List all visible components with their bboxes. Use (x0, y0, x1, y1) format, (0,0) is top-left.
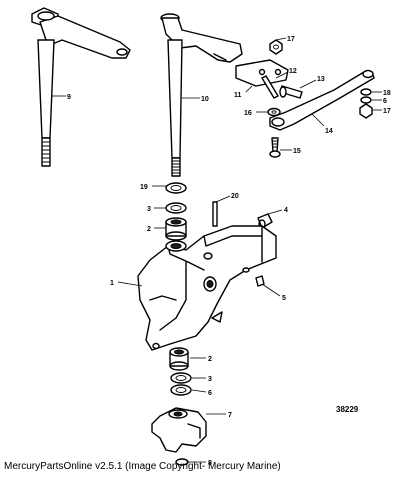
steering-shaft-left[interactable] (31, 7, 131, 167)
callout-18: 18 (383, 90, 391, 97)
callout-14: 14 (325, 128, 333, 135)
swivel-bracket[interactable] (137, 225, 277, 351)
washer-6-upper[interactable] (360, 96, 372, 104)
callout-5: 5 (282, 295, 286, 302)
callout-17-top: 17 (287, 36, 295, 43)
callout-7: 7 (228, 412, 232, 419)
bushing-2-upper[interactable] (165, 217, 187, 241)
callout-6-upper: 6 (383, 98, 387, 105)
leader-lines (52, 37, 382, 463)
washer-3-upper[interactable] (165, 202, 187, 214)
callout-4: 4 (284, 207, 288, 214)
washer-16[interactable] (267, 107, 281, 117)
washer-3-lower[interactable] (170, 372, 192, 384)
callout-9: 9 (67, 94, 71, 101)
nut-17-right[interactable] (359, 103, 373, 119)
seal-19[interactable] (165, 182, 187, 194)
ring-6-lower[interactable] (170, 384, 192, 396)
callout-12: 12 (289, 68, 297, 75)
callout-2-lower: 2 (208, 356, 212, 363)
grease-fitting-5[interactable] (255, 275, 265, 287)
callout-17-right: 17 (383, 108, 391, 115)
image-caption: MercuryPartsOnline v2.5.1 (Image Copyrig… (4, 461, 281, 472)
roll-pin-20[interactable] (212, 201, 218, 227)
bracket[interactable] (235, 59, 289, 87)
callout-10: 10 (201, 96, 209, 103)
tie-bar[interactable] (269, 69, 375, 131)
steering-yoke-7[interactable] (151, 407, 207, 453)
callout-labels: 9 10 17 12 13 11 16 18 6 17 14 15 19 20 … (67, 36, 391, 467)
callout-1: 1 (110, 280, 114, 287)
stud-13[interactable] (279, 85, 303, 99)
bolt-12[interactable] (261, 75, 279, 99)
callout-11: 11 (234, 92, 242, 99)
steering-shaft-right[interactable] (160, 13, 243, 177)
screw-15[interactable] (269, 137, 281, 158)
callout-8: 8 (208, 460, 212, 467)
bushing-2-lower[interactable] (169, 347, 189, 371)
callout-16: 16 (244, 110, 252, 117)
washer-18[interactable] (360, 88, 372, 96)
callout-2-upper: 2 (147, 226, 151, 233)
nut-17-top[interactable] (269, 39, 283, 55)
callout-20: 20 (231, 193, 239, 200)
callout-19: 19 (140, 184, 148, 191)
callout-3-lower: 3 (208, 376, 212, 383)
callout-3-upper: 3 (147, 206, 151, 213)
callout-15: 15 (293, 148, 301, 155)
callout-6-lower: 6 (208, 390, 212, 397)
callout-13: 13 (317, 76, 325, 83)
reference-number: 38229 (336, 405, 359, 414)
